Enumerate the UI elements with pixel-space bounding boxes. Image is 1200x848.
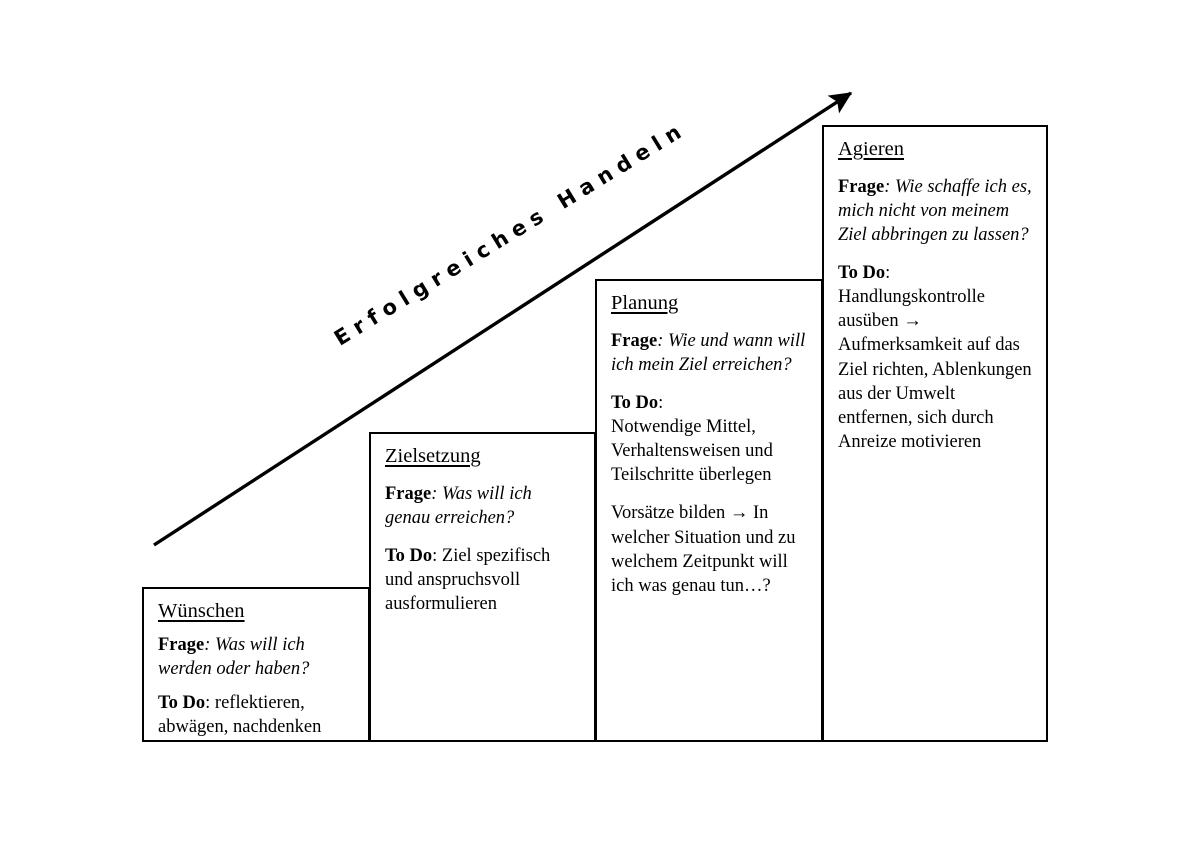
question-label: Frage [838,177,885,198]
todo-text: : reflektieren, abwägen, nachdenken [158,693,322,738]
todo-label: To Do [158,693,206,714]
step-box-agieren[interactable]: Agieren Frage: Wie schaffe ich es, mich … [822,125,1048,742]
step-todo-zielsetzung: To Do: Ziel spezifisch und anspruchsvoll… [385,544,580,616]
question-label: Frage [385,484,432,505]
question-text: : Was will ich werden oder haben? [158,635,310,680]
step-todo-wuenschen: To Do: reflektieren, abwägen, nachdenken [158,691,354,739]
step-box-wuenschen[interactable]: Wünschen Frage: Was will ich werden oder… [142,587,370,742]
todo-label: To Do [385,546,433,567]
question-label: Frage [611,331,658,352]
todo-text: : Ziel spezifisch und anspruchsvoll ausf… [385,546,551,615]
step-title-agieren: Agieren [838,138,905,160]
step-title-planung: Planung [611,292,679,314]
todo-text: : [885,263,891,284]
step-title-wuenschen: Wünschen [158,600,245,622]
step-question-zielsetzung: Frage: Was will ich genau erreichen? [385,482,580,530]
step-title-zielsetzung: Zielsetzung [385,445,481,467]
step-question-wuenschen: Frage: Was will ich werden oder haben? [158,633,354,681]
question-text: : Wie schaffe ich es, mich nicht von mei… [838,177,1032,246]
step-box-planung[interactable]: Planung Frage: Wie und wann will ich mei… [595,279,823,742]
step-box-zielsetzung[interactable]: Zielsetzung Frage: Was will ich genau er… [369,432,596,742]
step-todo-agieren: To Do: Handlungskontrolle ausüben → Aufm… [838,261,1032,453]
todo-text: : [658,393,664,414]
question-label: Frage [158,635,205,656]
todo-label: To Do [611,393,659,414]
step-question-agieren: Frage: Wie schaffe ich es, mich nicht vo… [838,175,1032,247]
step-todo-planung: To Do: Notwendige Mittel, Verhaltensweis… [611,391,807,487]
todo-label: To Do [838,263,886,284]
todo-body: Handlungskontrolle ausüben → Aufmerksamk… [838,287,1032,452]
step-question-planung: Frage: Wie und wann will ich mein Ziel e… [611,329,807,377]
todo-body: Notwendige Mittel, Verhaltensweisen und … [611,417,773,486]
step-extra-planung: Vorsätze bilden → In welcher Situation u… [611,503,796,596]
